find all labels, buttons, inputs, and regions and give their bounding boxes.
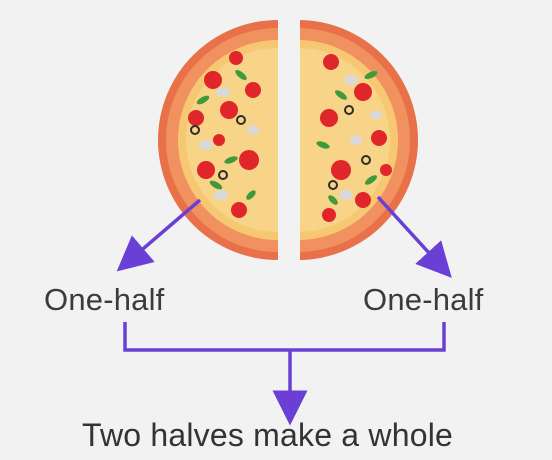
pizza-cut-in-halves-icon <box>158 20 418 260</box>
combine-bracket <box>125 322 444 350</box>
label-right-half: One-half <box>363 282 484 318</box>
arrow-left <box>130 200 200 260</box>
label-conclusion: Two halves make a whole <box>82 417 453 454</box>
label-left-half: One-half <box>44 282 165 318</box>
arrow-right <box>378 197 440 265</box>
